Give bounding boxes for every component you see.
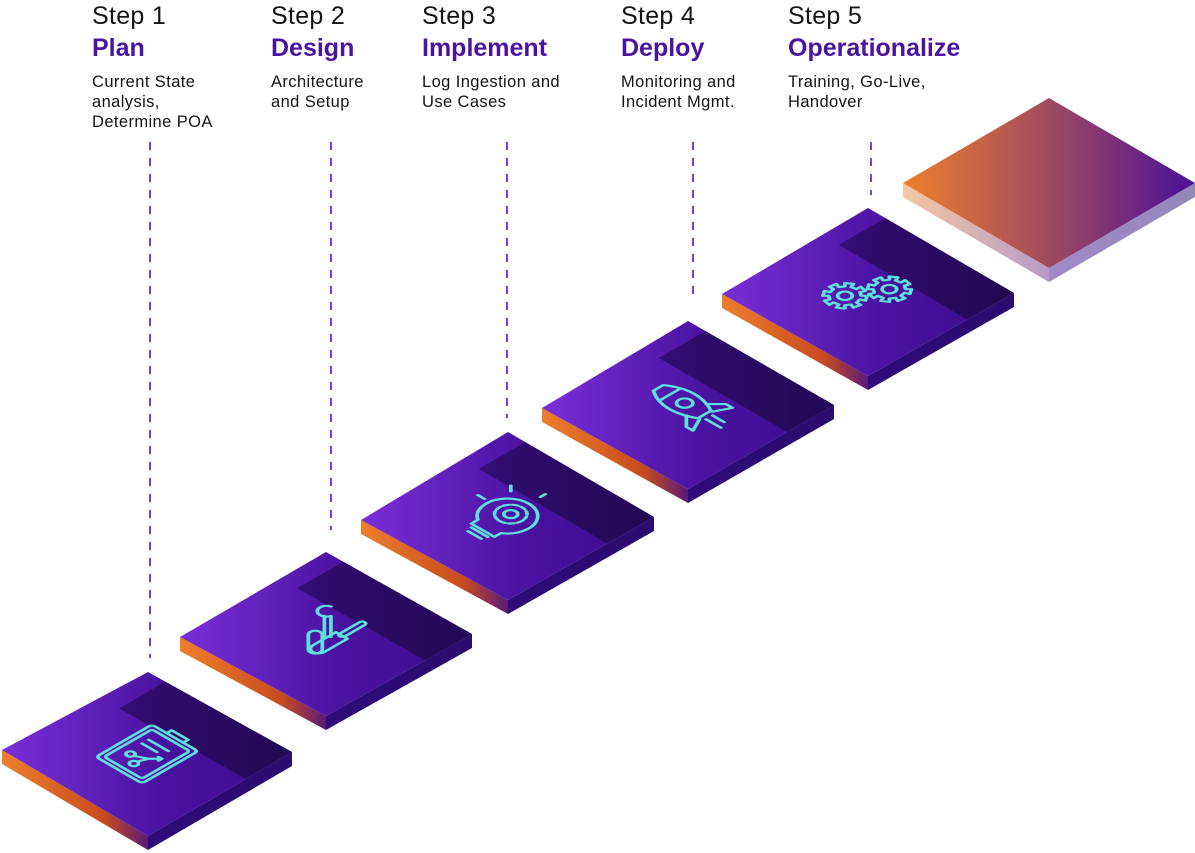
- step-number: Step 2: [271, 2, 346, 30]
- step-description-line: and Setup: [271, 93, 350, 111]
- tile-top-face: [722, 208, 1014, 376]
- step-title: Implement: [422, 34, 548, 62]
- step-description-line: Log Ingestion and: [422, 73, 560, 91]
- step-title: Plan: [92, 34, 145, 62]
- step-description-line: Handover: [788, 93, 863, 111]
- tile-top-face: [361, 432, 654, 600]
- step-description-line: Architecture: [271, 73, 364, 91]
- step-description-line: Use Cases: [422, 93, 507, 111]
- step-number: Step 5: [788, 2, 863, 30]
- step-description-line: Training, Go-Live,: [788, 73, 926, 91]
- step-description-line: Determine POA: [92, 113, 213, 131]
- step-description-line: Current State: [92, 73, 196, 91]
- tile-left-edge: [180, 637, 326, 730]
- tile-left-edge: [542, 408, 688, 503]
- tile-left-edge: [722, 294, 868, 390]
- step-number: Step 1: [92, 2, 167, 30]
- lightbulb-gear-icon: [466, 484, 548, 540]
- step-title: Operationalize: [788, 34, 961, 62]
- step-number: Step 4: [621, 2, 696, 30]
- step-description: Architecture and Setup: [271, 72, 364, 112]
- tile-left-edge: [361, 520, 508, 614]
- clipboard-chart-icon: [96, 724, 198, 784]
- rocket-icon: [651, 383, 735, 432]
- tile-shade: [478, 442, 654, 544]
- final-goal-tile: [903, 98, 1195, 282]
- tile-shade: [119, 681, 292, 779]
- step-description: Current State analysis, Determine POA: [92, 72, 213, 132]
- step-description-line: Incident Mgmt.: [621, 93, 735, 111]
- tile-shade: [838, 218, 1014, 320]
- step-description-line: Monitoring and: [621, 73, 736, 91]
- tile-right-edge: [326, 634, 472, 730]
- step-2-tile: [180, 552, 472, 730]
- gears-icon: [821, 275, 914, 310]
- tile-right-edge: [148, 752, 292, 850]
- step-1-tile: [2, 672, 292, 850]
- tile-right-edge: [508, 517, 654, 614]
- step-3-tile: [361, 432, 654, 614]
- wrench-screwdriver-icon: [306, 604, 368, 655]
- tile-shade: [296, 561, 472, 661]
- step-title: Design: [271, 34, 355, 62]
- tile-right-edge: [868, 293, 1014, 390]
- tile-right-edge: [688, 405, 834, 503]
- step-description: Training, Go-Live, Handover: [788, 72, 960, 112]
- tile-shade: [658, 331, 834, 432]
- step-title: Deploy: [621, 34, 705, 62]
- tile-left-edge: [2, 750, 148, 850]
- step-description-line: analysis,: [92, 93, 160, 111]
- step-5-tile: [722, 208, 1014, 390]
- step-number: Step 3: [422, 2, 497, 30]
- step-4-tile: [542, 321, 834, 503]
